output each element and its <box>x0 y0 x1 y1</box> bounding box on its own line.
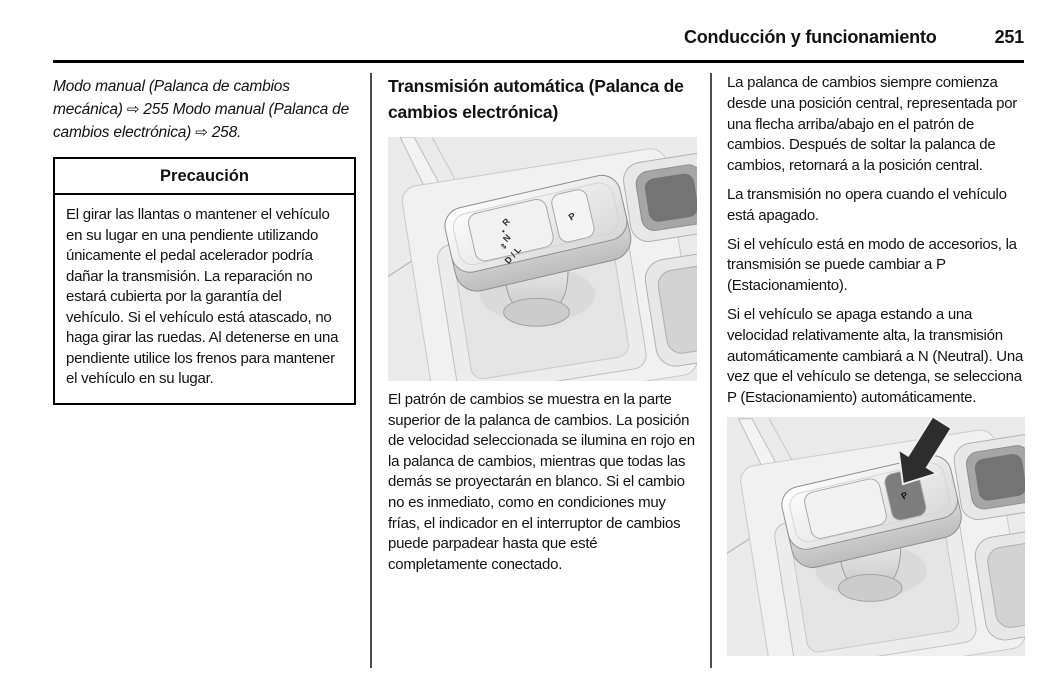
header-section-title: Conducción y funcionamiento <box>683 27 937 47</box>
cross-reference-arrow-icon: ⇨ <box>195 124 208 141</box>
reference-text-part2: 255 Modo manual (Palanca de cambios elec… <box>53 101 350 141</box>
figure-shifter-park-button <box>727 416 1025 656</box>
cross-reference-text: Modo manual (Palanca de cambios mecánica… <box>53 75 356 144</box>
paragraph-transmission-off: La transmisión no opera cuando el vehícu… <box>727 185 1007 224</box>
column-divider-left <box>370 73 372 668</box>
cross-reference-arrow-icon: ⇨ <box>126 101 140 118</box>
middle-column: Transmisión automática (Palanca de cambi… <box>388 73 697 575</box>
figure-shifter-shift-pattern <box>388 137 697 381</box>
page-header: Conducción y funcionamiento 251 <box>53 27 1024 48</box>
section-heading: Transmisión automática (Palanca de cambi… <box>388 76 684 122</box>
park-arrow-icon <box>897 416 953 486</box>
caution-body: El girar las llantas o mantener el vehíc… <box>66 206 339 387</box>
left-column: Modo manual (Palanca de cambios mecánica… <box>53 73 356 405</box>
caution-box: Precaución El girar las llantas o manten… <box>53 157 356 405</box>
reference-text-part3: 258. <box>207 124 242 141</box>
right-column: La palanca de cambios siempre comienza d… <box>727 73 1025 656</box>
header-rule <box>53 60 1024 63</box>
figure-park-wrapper <box>727 416 1025 656</box>
shift-pattern-paragraph: El patrón de cambios se muestra en la pa… <box>388 391 695 573</box>
paragraph-auto-park: Si el vehículo se apaga estando a una ve… <box>727 305 1024 407</box>
paragraph-accessory-mode: Si el vehículo está en modo de accesorio… <box>727 235 1017 295</box>
header-page-number: 251 <box>994 27 1025 47</box>
paragraph-center-position: La palanca de cambios siempre comienza d… <box>727 74 1018 175</box>
caution-title: Precaución <box>55 159 354 195</box>
column-divider-right <box>710 73 712 668</box>
reference-text-part1: Modo manual (Palanca de cambios mecánica… <box>53 78 290 118</box>
